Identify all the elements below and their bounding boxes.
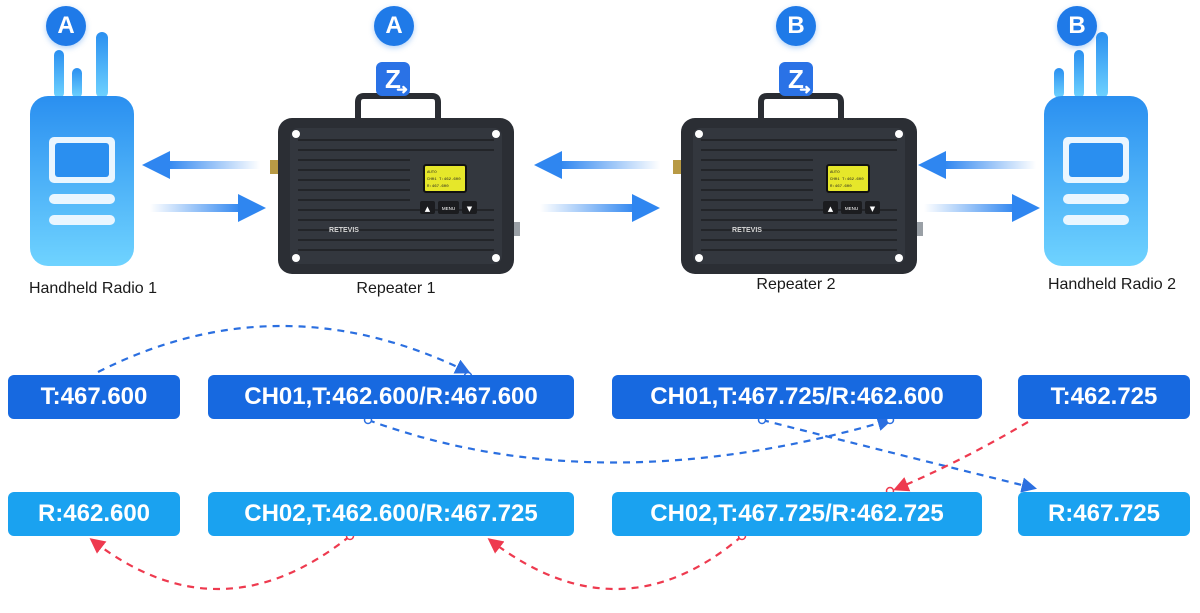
box-repeater-2-ch01: CH01,T:467.725/R:462.600 (612, 375, 982, 419)
badge-repeater-2: B (776, 6, 816, 46)
signal-arrows (142, 151, 1040, 222)
zone-switch-icon: Z➜ (779, 62, 813, 96)
badge-repeater-1: A (374, 6, 414, 46)
caption-handheld-radio-2: Handheld Radio 2 (1047, 276, 1177, 293)
up-arrow-key-icon: ▲ (425, 205, 431, 213)
badge-radio-2: B (1057, 6, 1097, 46)
repeater-1-menu-key: MENU (442, 206, 455, 211)
box-radio-1-rx: R:462.600 (8, 492, 180, 536)
box-repeater-2-ch02: CH02,T:467.725/R:462.725 (612, 492, 982, 536)
repeater-1-device: ▲ ▼ MENU RETEVIS AUTO CH01 T:462.600 R:4… (270, 93, 520, 274)
arrow-left-icon (142, 151, 170, 179)
handheld-radio-1-icon (30, 32, 134, 266)
caption-repeater-2: Repeater 2 (756, 276, 836, 293)
box-radio-1-tx: T:467.600 (8, 375, 180, 419)
path-red-rep1-to-radio1 (89, 535, 351, 591)
repeater-1-screen-line-3: R:467.600 (427, 185, 449, 189)
zone-switch-icon: Z➜ (376, 62, 410, 96)
arrow-right-icon (632, 194, 660, 222)
repeater-1-screen-line-1: AUTO (427, 171, 437, 175)
caption-handheld-radio-1: Handheld Radio 1 (28, 280, 158, 297)
path-red-radio2-to-rep2 (893, 421, 1029, 492)
box-repeater-1-ch02: CH02,T:462.600/R:467.725 (208, 492, 574, 536)
arrow-left-icon (534, 151, 562, 179)
down-arrow-key-icon: ▼ (467, 205, 473, 213)
arrow-right-icon (238, 194, 266, 222)
path-red-rep2-to-rep1 (487, 535, 743, 591)
path-blue-rep2-to-radio2 (761, 418, 1037, 493)
repeater-2-screen-line-1: AUTO (830, 171, 840, 175)
box-radio-2-tx: T:462.725 (1018, 375, 1190, 419)
down-arrow-key-icon: ▼ (870, 205, 876, 213)
caption-repeater-1: Repeater 1 (356, 280, 436, 297)
repeater-2-device: ▲ ▼ MENU RETEVIS AUTO CH01 T:462.600 R:4… (673, 93, 923, 274)
up-arrow-key-icon: ▲ (828, 205, 834, 213)
arrow-left-icon (918, 151, 946, 179)
arrow-right-icon (1012, 194, 1040, 222)
repeater-2-screen-line-2: CH01 T:462.600 (830, 178, 864, 182)
path-blue-rep1-to-rep2 (367, 416, 893, 464)
path-blue-radio1-to-rep1 (97, 324, 471, 374)
repeater-1-brand: RETEVIS (329, 227, 359, 234)
handheld-radio-2-icon (1044, 32, 1148, 266)
repeater-1-screen-line-2: CH01 T:462.600 (427, 178, 461, 182)
box-radio-2-rx: R:467.725 (1018, 492, 1190, 536)
badge-radio-1: A (46, 6, 86, 46)
repeater-2-screen-line-3: R:467.600 (830, 185, 852, 189)
repeater-2-menu-key: MENU (845, 206, 858, 211)
box-repeater-1-ch01: CH01,T:462.600/R:467.600 (208, 375, 574, 419)
repeater-2-brand: RETEVIS (732, 227, 762, 234)
